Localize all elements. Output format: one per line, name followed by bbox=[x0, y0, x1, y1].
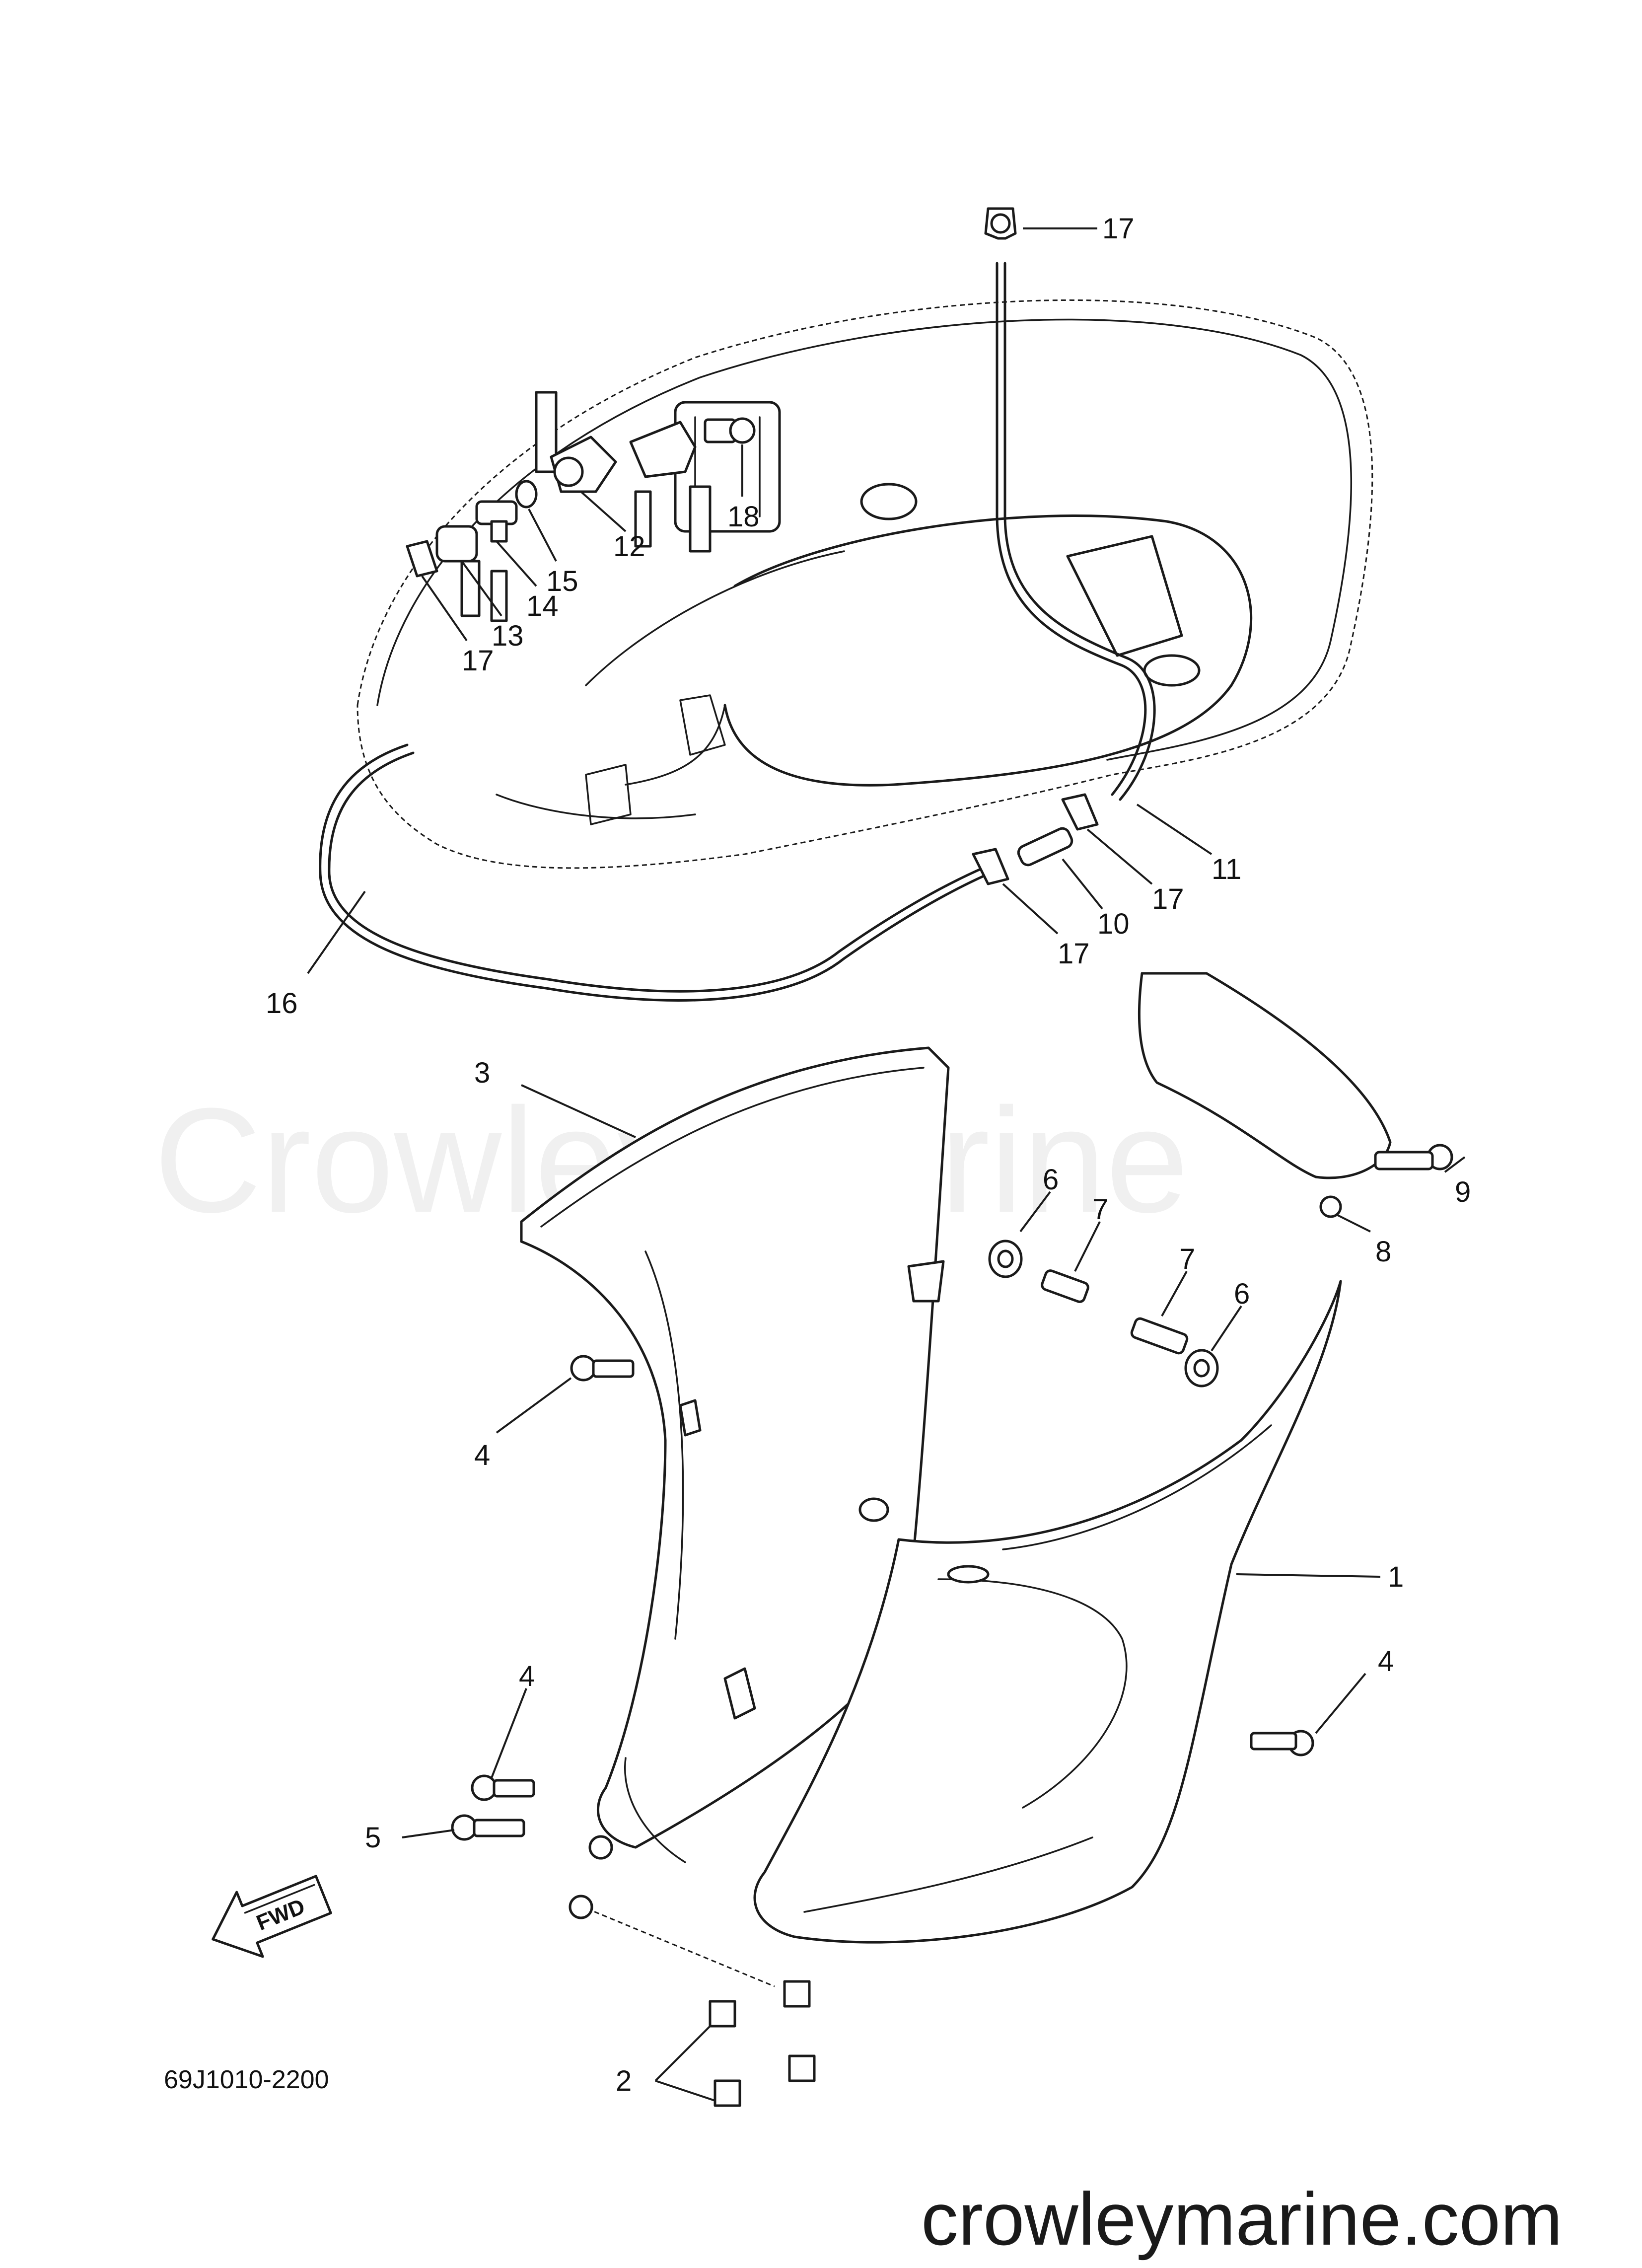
part-17-clip-right bbox=[1061, 793, 1099, 831]
bolt-4-right bbox=[1250, 1730, 1314, 1756]
pin-7-left bbox=[1041, 1269, 1089, 1303]
part-17-clip-left bbox=[406, 540, 438, 578]
callout-9: 9 bbox=[1455, 1176, 1471, 1208]
callout-7: 7 bbox=[1179, 1243, 1195, 1275]
callout-labels: 17 18 12 15 14 13 17 11 17 10 17 16 3 9 … bbox=[266, 213, 1471, 2097]
callout-8: 8 bbox=[1375, 1236, 1391, 1268]
callout-15: 15 bbox=[546, 565, 578, 597]
part-14-connector bbox=[475, 500, 518, 543]
part-13-cap bbox=[435, 525, 478, 563]
callout-17: 17 bbox=[1152, 883, 1184, 915]
callout-17: 17 bbox=[462, 645, 494, 677]
grommet-6-left bbox=[988, 1240, 1023, 1278]
callout-17: 17 bbox=[1102, 213, 1135, 245]
callout-4: 4 bbox=[474, 1439, 490, 1471]
part-12-holder bbox=[550, 436, 617, 493]
bolt-5 bbox=[451, 1814, 525, 1841]
nut-2-lower bbox=[714, 2079, 741, 2107]
callout-6: 6 bbox=[1043, 1164, 1059, 1196]
callout-5: 5 bbox=[365, 1822, 381, 1854]
callout-18: 18 bbox=[727, 501, 760, 533]
nut-2-upper bbox=[709, 2000, 736, 2028]
callout-6: 6 bbox=[1234, 1278, 1250, 1310]
part-10-joint bbox=[1017, 827, 1073, 867]
callout-10: 10 bbox=[1097, 908, 1130, 940]
grommet-6-right bbox=[1184, 1349, 1219, 1388]
callout-1: 1 bbox=[1388, 1561, 1404, 1593]
part-17-top-clip bbox=[984, 207, 1017, 240]
bottom-cowling bbox=[520, 1046, 1342, 1944]
callout-11: 11 bbox=[1212, 853, 1241, 885]
part-15-seal bbox=[515, 480, 538, 509]
callout-16: 16 bbox=[266, 987, 298, 1020]
part-18-screw bbox=[704, 417, 756, 444]
part-17-clip-lower bbox=[972, 848, 1009, 885]
bolt-4-lower bbox=[471, 1774, 535, 1801]
callout-4: 4 bbox=[519, 1660, 535, 1692]
callout-2: 2 bbox=[616, 2065, 632, 2097]
callout-12: 12 bbox=[613, 530, 645, 563]
hose-11 bbox=[996, 262, 1147, 796]
bolt-4-upper bbox=[570, 1355, 635, 1382]
top-cowling bbox=[357, 299, 1373, 869]
callout-4: 4 bbox=[1378, 1645, 1394, 1678]
apron-8 bbox=[1138, 972, 1392, 1179]
callout-13: 13 bbox=[492, 620, 524, 652]
callout-7: 7 bbox=[1092, 1193, 1108, 1226]
fwd-arrow-icon: FWD bbox=[212, 1875, 332, 1958]
callout-17: 17 bbox=[1058, 938, 1090, 970]
part-bracket bbox=[629, 421, 697, 478]
hose-16 bbox=[319, 743, 990, 1002]
pin-7-right bbox=[1130, 1317, 1189, 1355]
callout-14: 14 bbox=[526, 590, 559, 622]
callout-3: 3 bbox=[474, 1057, 490, 1089]
diagram-part-code: 69J1010-2200 bbox=[164, 2065, 329, 2094]
leader-lines bbox=[307, 227, 1466, 2102]
screw-9 bbox=[1374, 1144, 1453, 1171]
website-text: crowleymarine.com bbox=[921, 2177, 1563, 2261]
